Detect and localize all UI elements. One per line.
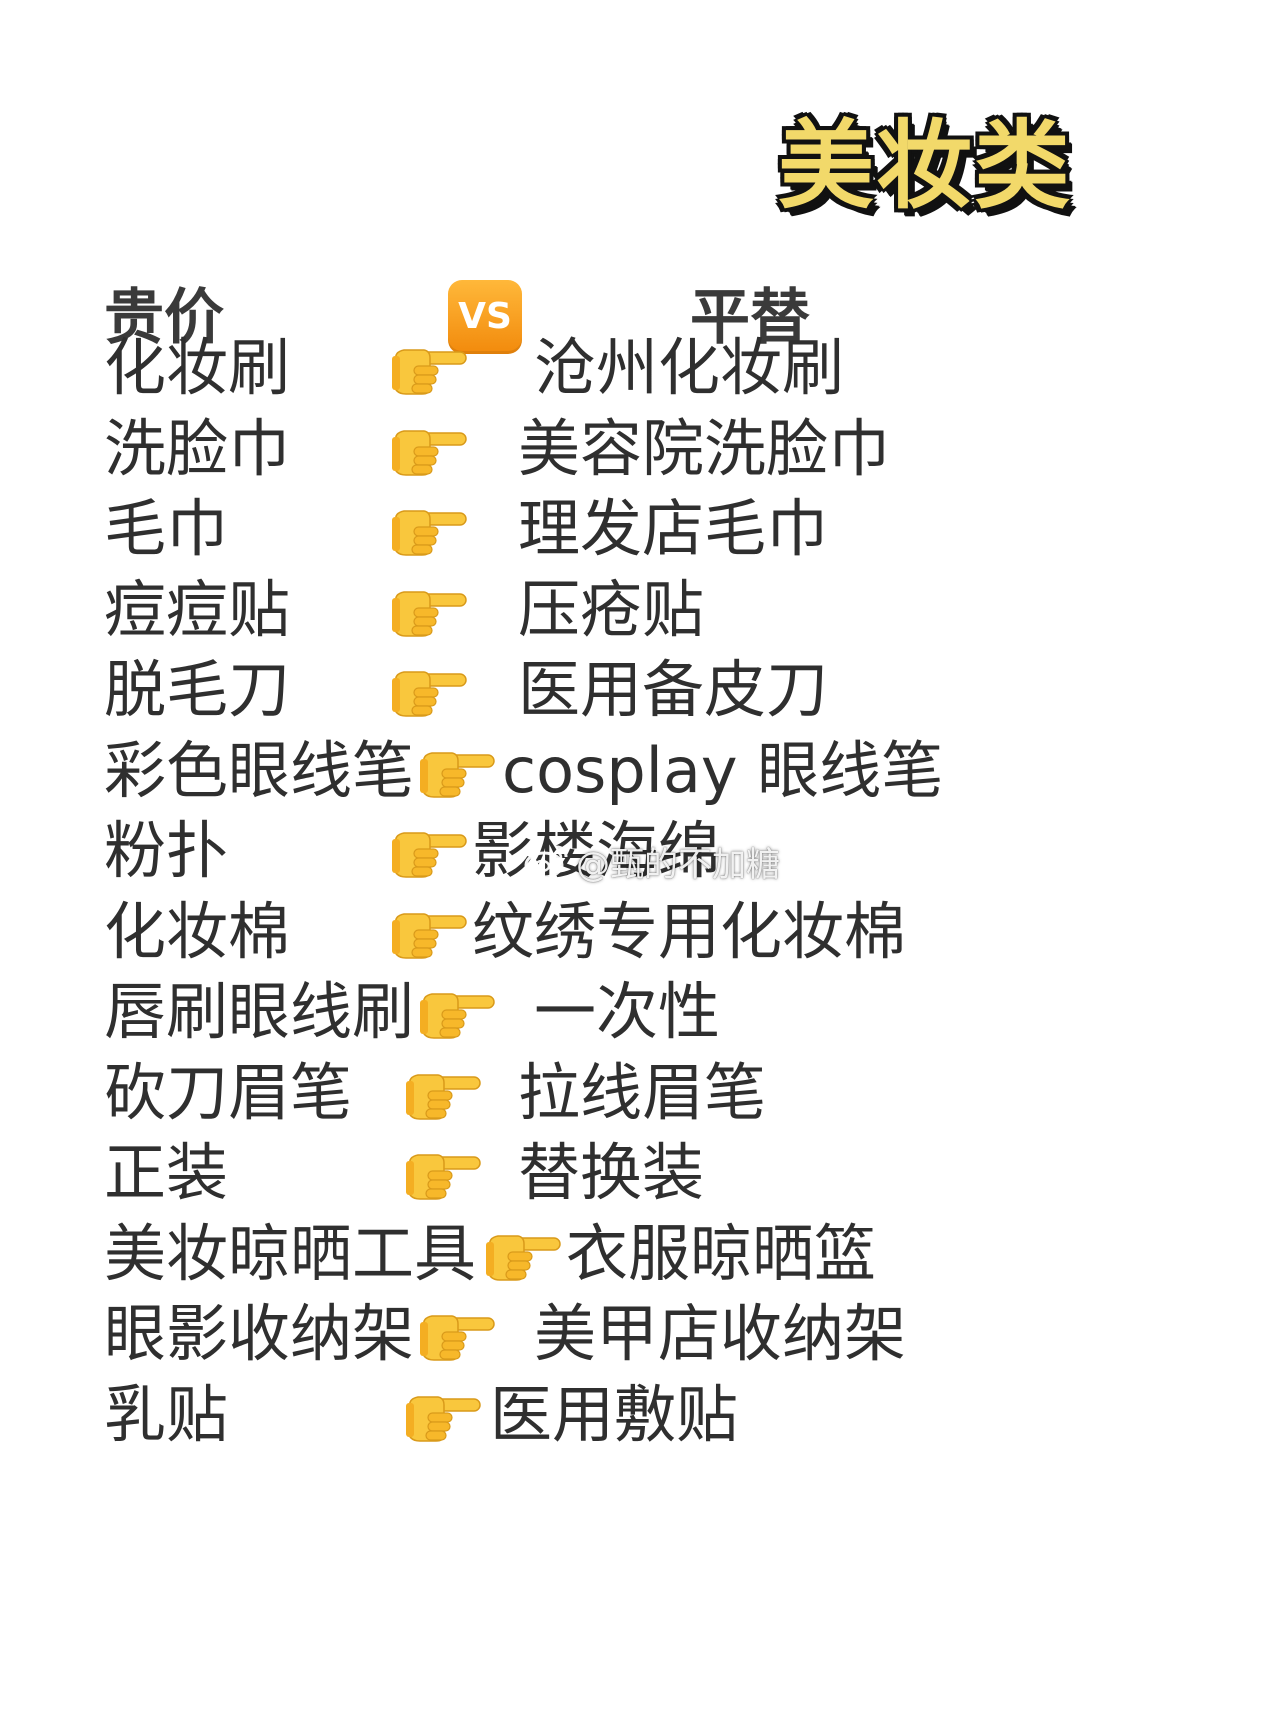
expensive-item: 毛巾 xyxy=(104,492,229,565)
expensive-item: 砍刀眉笔 xyxy=(104,1055,353,1129)
list-item: 乳贴 医用敷贴 xyxy=(0,1375,1284,1455)
list-item: 毛巾 理发店毛巾 xyxy=(0,489,1284,569)
alternative-item: 影楼海绵 xyxy=(472,814,721,887)
pointing-right-hand-icon xyxy=(404,1385,484,1445)
header-alternative-label: 平替 xyxy=(690,283,810,353)
pointing-right-hand-icon xyxy=(418,741,498,801)
list-item: 正装 替换装 xyxy=(0,1133,1284,1213)
expensive-item: 美妆晾晒工具 xyxy=(104,1216,477,1290)
alternative-item: 替换装 xyxy=(518,1136,705,1209)
expensive-item: 彩色眼线笔 xyxy=(104,733,415,807)
vs-badge: VS xyxy=(448,280,522,354)
alternative-item: 美容院洗脸巾 xyxy=(518,411,891,485)
expensive-item: 粉扑 xyxy=(104,814,229,887)
pointing-right-hand-icon xyxy=(390,499,470,559)
expensive-item: 正装 xyxy=(104,1136,229,1209)
list-item: 化妆刷 沧州化妆刷 xyxy=(0,328,1284,408)
expensive-item: 乳贴 xyxy=(104,1377,229,1451)
list-item: 美妆晾晒工具 衣服晾晒篮 xyxy=(0,1214,1284,1294)
expensive-item: 痘痘贴 xyxy=(104,572,291,646)
alternative-item: 纹绣专用化妆棉 xyxy=(472,894,907,968)
watermark-text: @甄的不加糖 xyxy=(576,844,780,885)
pointing-right-hand-icon xyxy=(404,1063,484,1123)
list-item: 痘痘贴 压疮贴 xyxy=(0,570,1284,650)
pointing-right-hand-icon xyxy=(404,1143,484,1203)
watermark: @甄的不加糖 xyxy=(522,836,780,886)
list-item: 粉扑 影楼海绵 xyxy=(0,811,1284,891)
list-item: 洗脸巾 美容院洗脸巾 xyxy=(0,409,1284,489)
page-title: 美妆类 xyxy=(778,110,1072,222)
comparison-header: 贵价 VS 平替 xyxy=(0,278,1284,358)
alternative-item: 理发店毛巾 xyxy=(518,492,829,565)
pointing-right-hand-icon xyxy=(484,1224,564,1284)
alternative-item: 医用备皮刀 xyxy=(518,653,829,726)
pointing-right-hand-icon xyxy=(418,982,498,1042)
list-item: 脱毛刀 医用备皮刀 xyxy=(0,650,1284,730)
alternative-item: 沧州化妆刷 xyxy=(534,331,845,404)
expensive-item: 唇刷眼线刷 xyxy=(104,975,415,1048)
expensive-item: 眼影收纳架 xyxy=(104,1297,415,1370)
expensive-item: 洗脸巾 xyxy=(104,411,291,485)
alternative-item: 拉线眉笔 xyxy=(518,1055,767,1129)
expensive-item: 脱毛刀 xyxy=(104,653,291,726)
list-item: 眼影收纳架 美甲店收纳架 xyxy=(0,1294,1284,1374)
expensive-item: 化妆刷 xyxy=(104,331,291,404)
alternative-item: 医用敷贴 xyxy=(490,1377,739,1451)
alternative-item: 衣服晾晒篮 xyxy=(566,1216,877,1290)
list-item: 砍刀眉笔 拉线眉笔 xyxy=(0,1053,1284,1133)
pointing-right-hand-icon xyxy=(390,821,470,881)
list-item: 彩色眼线笔 cosplay 眼线笔 xyxy=(0,731,1284,811)
list-item: 化妆棉 纹绣专用化妆棉 xyxy=(0,892,1284,972)
alternative-item: cosplay 眼线笔 xyxy=(502,733,944,807)
pointing-right-hand-icon xyxy=(390,338,470,398)
alternative-item: 压疮贴 xyxy=(518,572,705,646)
alternative-item: 一次性 xyxy=(534,975,721,1048)
header-expensive-label: 贵价 xyxy=(104,283,224,353)
pointing-right-hand-icon xyxy=(390,660,470,720)
list-item: 唇刷眼线刷 一次性 xyxy=(0,972,1284,1052)
weibo-logo-icon xyxy=(524,845,568,879)
pointing-right-hand-icon xyxy=(390,902,470,962)
expensive-item: 化妆棉 xyxy=(104,894,291,968)
pointing-right-hand-icon xyxy=(390,580,470,640)
pointing-right-hand-icon xyxy=(390,419,470,479)
alternative-item: 美甲店收纳架 xyxy=(534,1297,907,1370)
pointing-right-hand-icon xyxy=(418,1304,498,1364)
